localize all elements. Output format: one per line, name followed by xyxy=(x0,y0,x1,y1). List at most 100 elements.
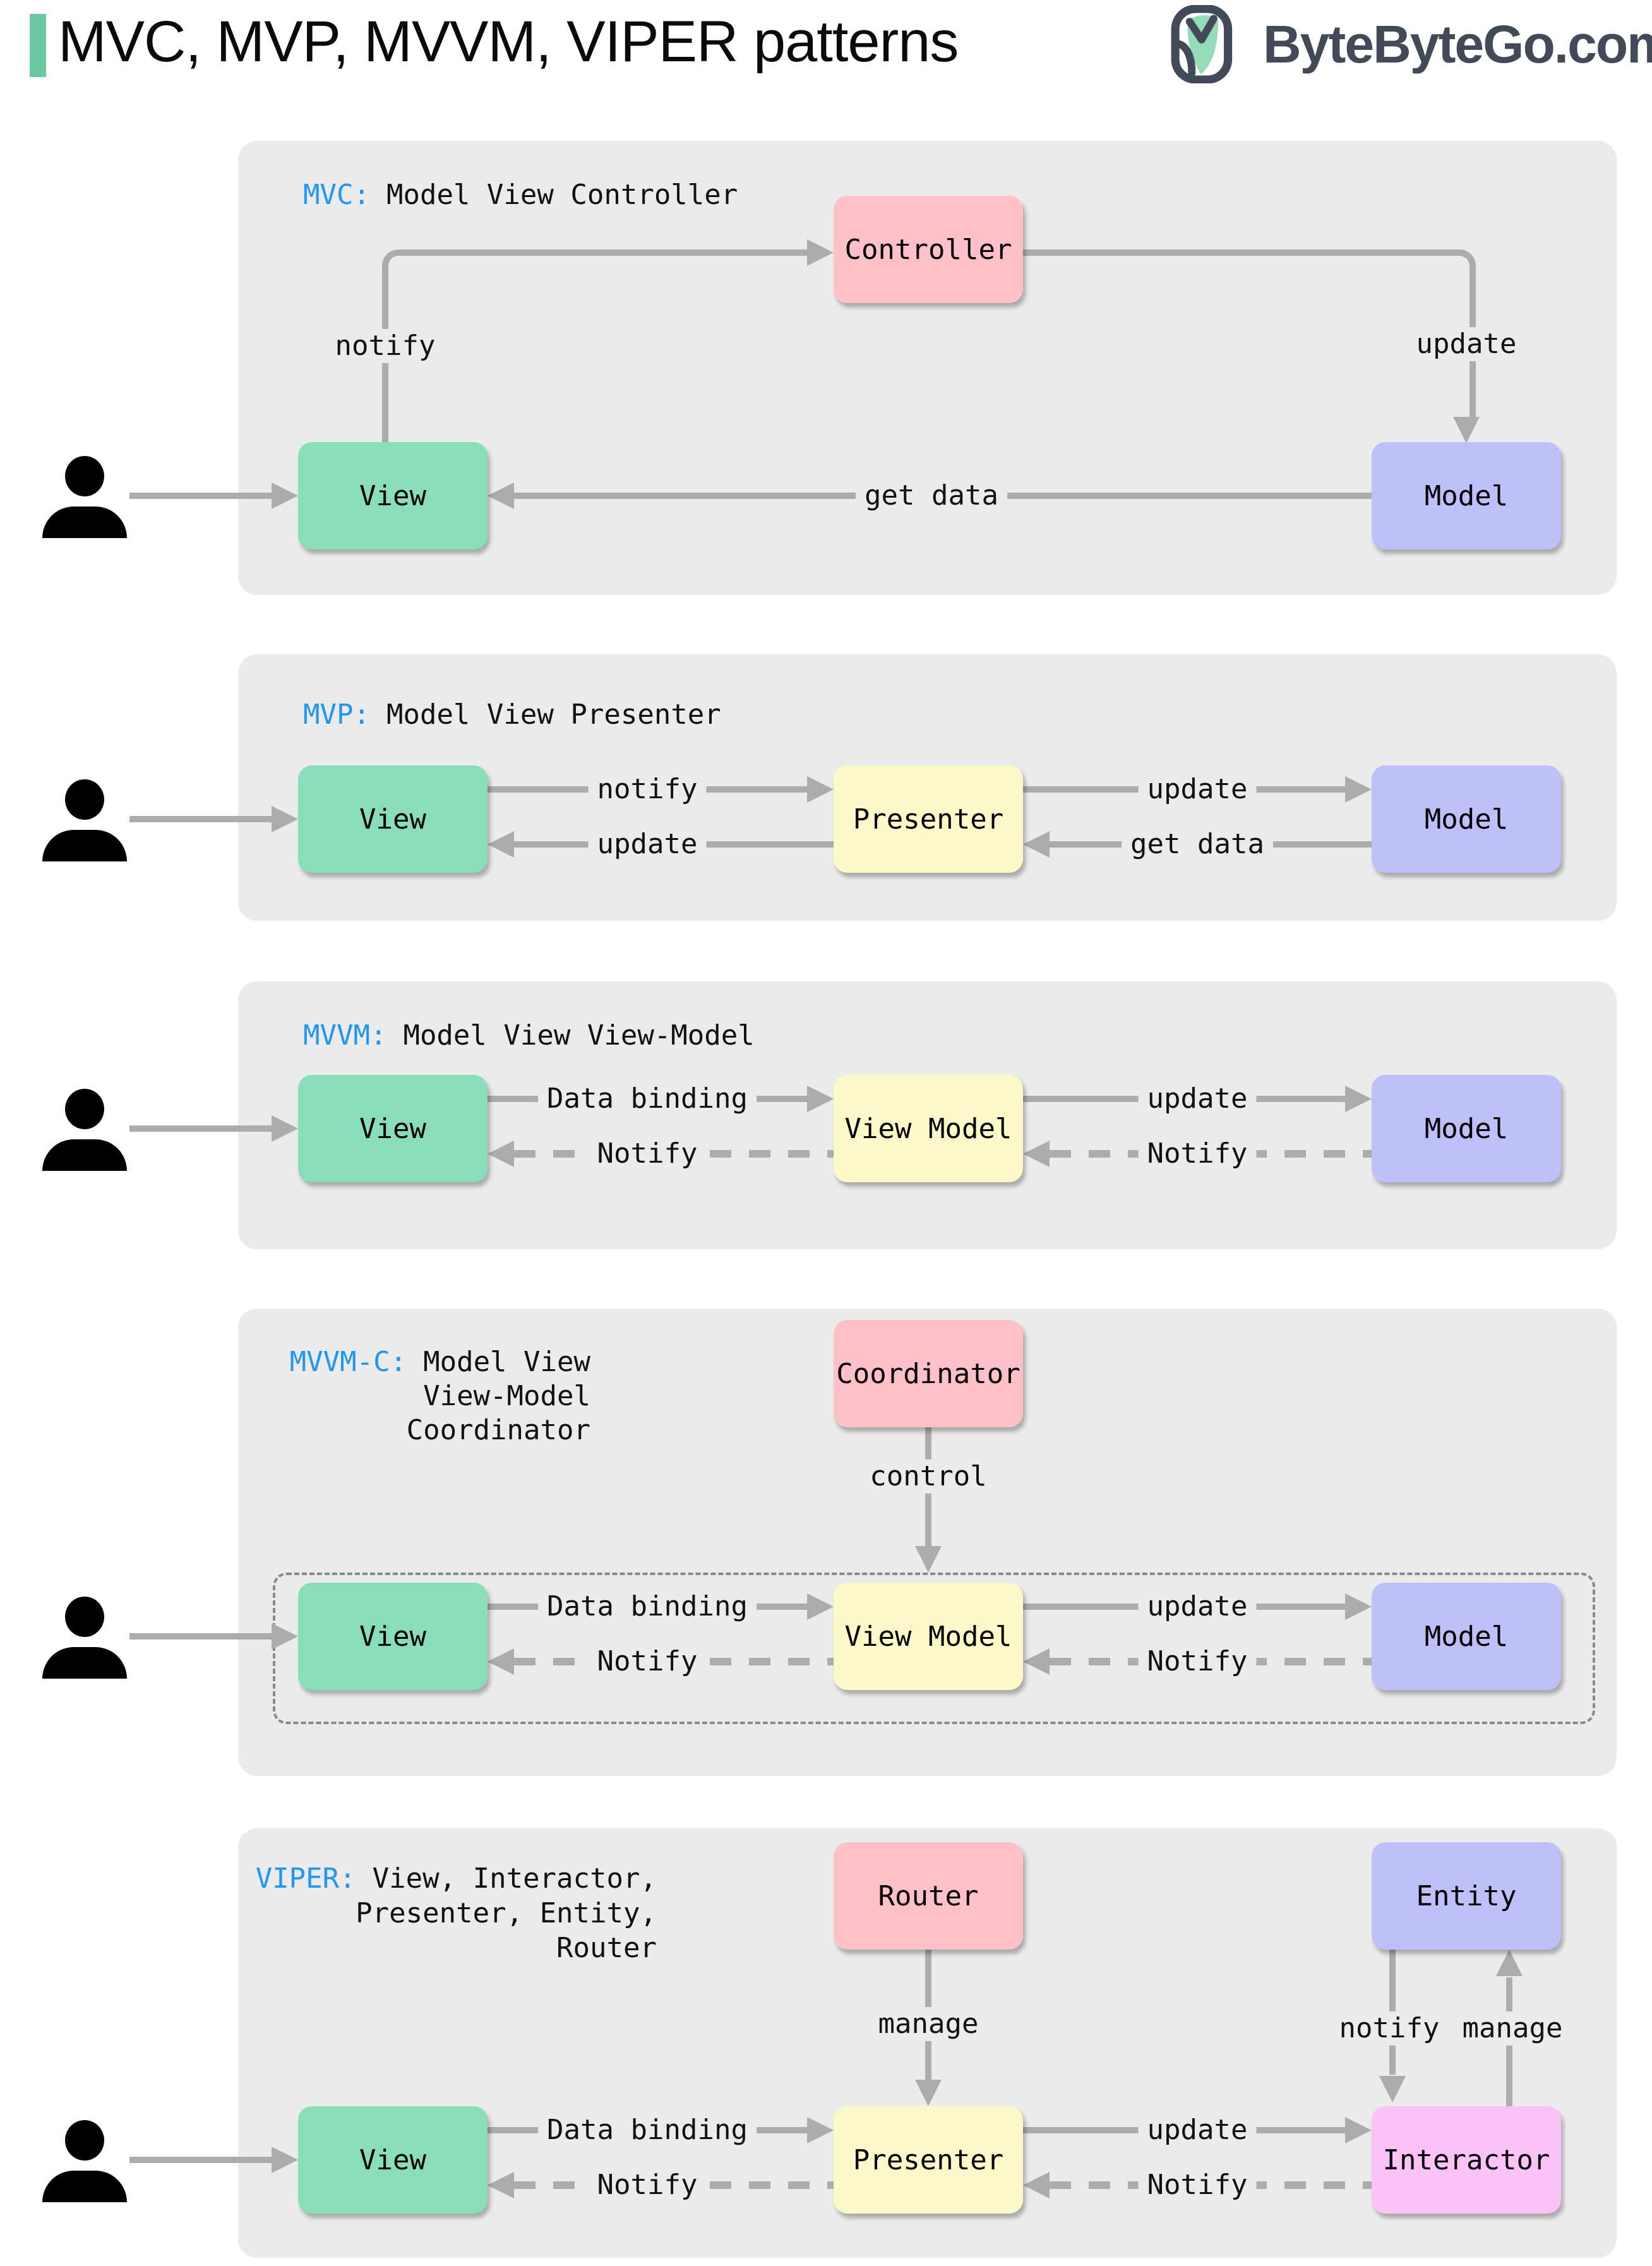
mvc-controller-label: Controller xyxy=(844,233,1012,266)
viper-manage-arrowhead xyxy=(915,2080,942,2106)
viper-update-arrow-line xyxy=(1023,2127,1345,2133)
user-icon xyxy=(42,1089,127,1171)
viper-manage-entity-arrow-line xyxy=(1506,1977,1512,2106)
viper-router-box: Router xyxy=(834,1842,1023,1950)
mvp-get-data-arrow-line xyxy=(1050,841,1372,848)
mvvmc-notify-model-label: Notify xyxy=(1138,1644,1257,1679)
mvc-model-label: Model xyxy=(1424,479,1509,512)
mvc-section-title: MVC:Model View Controller xyxy=(303,178,738,212)
mvvmc-section-title: MVVM-C:Model View View-Model Coordinator xyxy=(262,1345,590,1448)
mvvmc-user-arrow-line xyxy=(129,1633,274,1640)
viper-data-binding-arrow-line xyxy=(488,2127,807,2133)
mvvmc-model-box: Model xyxy=(1372,1583,1561,1690)
mvp-model-box: Model xyxy=(1372,765,1561,873)
mvvmc-control-arrowhead xyxy=(915,1546,942,1573)
mvp-update-arrow-line xyxy=(514,841,834,848)
mvc-get-data-arrowhead xyxy=(488,483,514,509)
user-body xyxy=(42,1139,127,1171)
mvvmc-panel xyxy=(238,1309,1617,1776)
viper-update-arrowhead xyxy=(1345,2117,1372,2143)
viper-view-label: View xyxy=(359,2143,426,2176)
mvp-get-data-arrowhead xyxy=(1023,831,1050,858)
mvvmc-user-arrowhead xyxy=(272,1623,298,1650)
viper-notify-entity-arrow-line xyxy=(1389,1950,1396,2075)
mvp-notify-arrowhead xyxy=(807,776,834,803)
viper-entity-label: Entity xyxy=(1416,1879,1517,1912)
mvvmc-notify-label: Notify xyxy=(588,1644,707,1679)
mvp-presenter-label: Presenter xyxy=(853,803,1004,836)
page-title: MVC, MVP, MVVM, VIPER patterns xyxy=(58,9,959,74)
mvvmc-tag: MVVM-C: xyxy=(289,1346,407,1378)
mvc-tag: MVC: xyxy=(303,179,370,211)
user-icon xyxy=(42,779,127,861)
viper-manage-entity-arrowhead xyxy=(1496,1950,1523,1976)
user-body xyxy=(42,1647,127,1679)
bytebytego-logo: ByteByteGo.com xyxy=(1168,5,1652,83)
viper-name-line1: View, Interactor, xyxy=(372,1862,657,1895)
mvc-get-data-arrow-line xyxy=(514,493,1372,499)
mvvm-user-arrowhead xyxy=(272,1115,298,1142)
mvvmc-name-line2: View-Model xyxy=(423,1380,590,1412)
viper-presenter-label: Presenter xyxy=(853,2143,1004,2176)
user-head xyxy=(65,2120,104,2161)
mvvm-name: Model View View-Model xyxy=(403,1019,755,1052)
viper-notify-entity-label: notify xyxy=(1330,2011,1449,2046)
mvp-update-label: update xyxy=(588,827,707,862)
user-icon xyxy=(42,1597,127,1679)
viper-title-line1: VIPER:View, Interactor, xyxy=(253,1861,657,1896)
mvvmc-view-model-label: View Model xyxy=(844,1620,1012,1653)
mvvmc-update-arrowhead xyxy=(1345,1593,1372,1620)
viper-section-title: VIPER:View, Interactor, Presenter, Entit… xyxy=(253,1861,657,1965)
mvp-notify-arrow-line xyxy=(488,786,807,793)
mvc-notify-label: notify xyxy=(326,328,445,364)
mvvm-notify-model-label: Notify xyxy=(1138,1136,1257,1172)
viper-data-binding-arrowhead xyxy=(807,2117,834,2143)
viper-entity-box: Entity xyxy=(1372,1842,1561,1950)
viper-data-binding-label: Data binding xyxy=(538,2113,757,2148)
mvc-view-box: View xyxy=(298,442,488,549)
mvvm-notify-label: Notify xyxy=(588,1136,707,1172)
mvp-name: Model View Presenter xyxy=(386,698,721,731)
mvc-update-arrow-line xyxy=(1023,249,1476,422)
mvvm-view-box: View xyxy=(298,1075,488,1182)
mvc-notify-arrowhead xyxy=(807,239,834,266)
bytebytego-logo-icon xyxy=(1171,5,1233,83)
user-icon xyxy=(42,2120,127,2202)
mvvmc-notify-arrowhead xyxy=(488,1648,514,1675)
mvp-view-label: View xyxy=(359,803,426,836)
viper-notify-arrowhead xyxy=(488,2172,514,2198)
viper-notify-label: Notify xyxy=(588,2167,707,2203)
mvc-user-arrowhead xyxy=(272,483,298,509)
mvc-model-box: Model xyxy=(1372,442,1561,549)
user-head xyxy=(65,456,104,496)
viper-user-arrowhead xyxy=(272,2147,298,2173)
mvp-notify-label: notify xyxy=(588,772,707,807)
viper-interactor-label: Interactor xyxy=(1382,2143,1550,2176)
viper-manage-arrow-line xyxy=(925,1950,931,2080)
mvvm-data-binding-arrowhead xyxy=(807,1086,834,1112)
mvvmc-name-line1: Model View xyxy=(423,1346,590,1378)
user-body xyxy=(42,2171,127,2202)
mvc-get-data-label: get data xyxy=(856,478,1007,513)
mvp-tag: MVP: xyxy=(303,698,370,731)
user-head xyxy=(65,1597,104,1637)
mvvm-view-model-box: View Model xyxy=(834,1075,1023,1182)
mvp-section-title: MVP: Model View Presenter xyxy=(303,698,721,732)
mvvmc-control-label: control xyxy=(861,1459,996,1494)
mvvm-notify-model-arrow-line xyxy=(1050,1150,1372,1158)
mvp-panel xyxy=(238,654,1617,921)
bytebytego-logo-text: ByteByteGo.com xyxy=(1263,14,1652,74)
viper-panel xyxy=(238,1828,1617,2258)
mvvmc-view-model-box: View Model xyxy=(834,1583,1023,1690)
viper-notify-arrow-line xyxy=(514,2181,834,2189)
mvvm-data-binding-arrow-line xyxy=(488,1096,807,1102)
viper-notify-presenter-arrowhead xyxy=(1023,2172,1050,2198)
mvvm-update-arrow-line xyxy=(1023,1096,1345,1102)
mvc-panel xyxy=(238,141,1617,595)
title-accent-bar xyxy=(30,14,46,77)
